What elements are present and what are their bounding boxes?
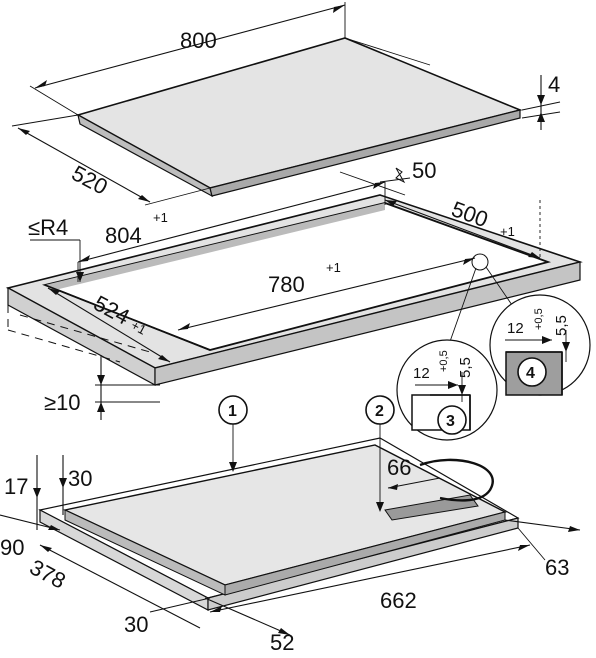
- dim-500-tol: +1: [500, 224, 515, 239]
- dim-63: 63: [504, 519, 581, 580]
- dim-378-label: 378: [26, 554, 70, 593]
- detail-3-height: 5,5: [457, 357, 474, 378]
- detail-3: 12 +0,5 5,5 3: [396, 339, 498, 441]
- radius-label: ≤R4: [28, 215, 68, 240]
- dim-30-front-label: 30: [124, 612, 148, 637]
- dim-804: 804 +1: [77, 181, 386, 282]
- dim-17-30: 17 30: [4, 455, 92, 530]
- dim-90: 90: [0, 514, 61, 560]
- detail-4: 12 +0,5 5,5 4: [489, 294, 591, 396]
- hob-top-plate: [75, 37, 523, 198]
- dim-50: 50: [339, 158, 436, 196]
- dim-800: 800: [29, 2, 346, 116]
- detail-leader: [446, 253, 513, 351]
- dim-4: 4: [521, 72, 560, 130]
- hob-underside: [38, 437, 520, 611]
- detail-3-number: 3: [446, 413, 455, 430]
- dim-800-label: 800: [180, 28, 217, 53]
- dim-30-front: 30: [124, 597, 211, 637]
- dim-min-10: ≥10: [44, 355, 160, 420]
- dim-50-label: 50: [412, 158, 436, 183]
- ghost-edges: [7, 305, 151, 363]
- dim-780-label: 780: [268, 272, 305, 297]
- detail-4-height: 5,5: [553, 315, 570, 336]
- dim-662: 662: [209, 544, 531, 613]
- detail-4-tol: +0,5: [533, 308, 545, 330]
- dim-4-label: 4: [548, 72, 560, 97]
- dim-524-tol: +1: [129, 317, 149, 337]
- dim-66: 66: [387, 455, 441, 490]
- radius-note: ≤R4: [28, 215, 84, 282]
- dim-804-label: 804: [105, 223, 142, 248]
- dim-780-tol: +1: [326, 260, 341, 275]
- dim-52: 52: [204, 597, 294, 655]
- callout-1-label: 1: [228, 403, 237, 420]
- callout-2-label: 2: [375, 403, 384, 420]
- dim-662-label: 662: [380, 588, 417, 613]
- detail-4-width: 12: [507, 320, 524, 337]
- detail-3-width: 12: [413, 365, 430, 382]
- dim-17-label: 17: [4, 474, 28, 499]
- callout-1: 1: [218, 395, 248, 472]
- detail-3-tol: +0,5: [438, 350, 450, 372]
- dim-66-label: 66: [387, 455, 411, 480]
- dim-30-top-label: 30: [68, 466, 92, 491]
- detail-4-number: 4: [526, 365, 535, 382]
- worktop-cutout: [5, 194, 583, 387]
- dim-520-label: 520: [68, 160, 112, 199]
- callout-2: 2: [365, 395, 395, 512]
- dim-63-label: 63: [545, 555, 569, 580]
- dim-804-tol: +1: [153, 210, 168, 225]
- dim-52-label: 52: [270, 630, 294, 655]
- power-cable: [419, 458, 494, 502]
- dim-90-label: 90: [0, 535, 24, 560]
- dim-min-10-label: ≥10: [44, 390, 81, 415]
